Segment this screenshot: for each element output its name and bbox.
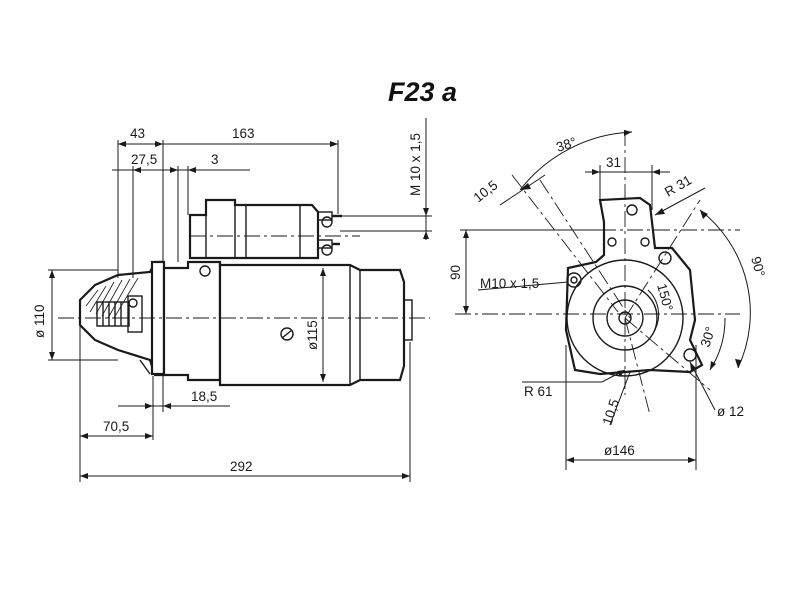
- dim-m10-thread: M10 x 1,5: [480, 276, 539, 291]
- dim-292: 292: [230, 459, 253, 474]
- front-view: 38° 31 10,5 R 31 90 90° M10 x 1,5 150°: [448, 130, 768, 470]
- dim-43: 43: [130, 126, 145, 141]
- dim-dia-12: ø 12: [717, 404, 744, 419]
- dim-27-5: 27,5: [131, 152, 157, 167]
- dim-angle-90: 90°: [748, 255, 768, 279]
- dim-m10-vertical: M 10 x 1,5: [408, 133, 423, 196]
- intermediate-housing: [162, 260, 222, 382]
- drive-end-housing: [78, 260, 165, 377]
- side-view: 43 163 27,5 3 M 10 x 1,5 ø 110: [32, 118, 432, 482]
- dim-10-5-bottom: 10,5: [600, 397, 622, 427]
- dim-r61: R 61: [524, 384, 553, 399]
- dim-18-5: 18,5: [191, 389, 217, 404]
- dim-angle-150: 150°: [654, 282, 676, 313]
- dim-10-5-top: 10,5: [471, 177, 501, 205]
- drawing-title: F23 a: [388, 77, 457, 107]
- dim-31: 31: [606, 155, 621, 170]
- motor-body: [218, 263, 413, 387]
- solenoid: [188, 198, 342, 260]
- dim-dia-115: ø115: [305, 320, 320, 350]
- dim-angle-38: 38°: [554, 134, 578, 155]
- dim-70-5: 70,5: [103, 419, 129, 434]
- dim-163: 163: [232, 126, 255, 141]
- mounting-plate: [564, 196, 704, 376]
- dim-angle-30: 30°: [698, 325, 719, 349]
- dim-3: 3: [211, 152, 219, 167]
- dim-r31: R 31: [662, 172, 694, 199]
- dim-90: 90: [448, 265, 463, 280]
- dim-dia-146: ø146: [604, 443, 635, 458]
- dim-dia-110: ø 110: [32, 304, 47, 338]
